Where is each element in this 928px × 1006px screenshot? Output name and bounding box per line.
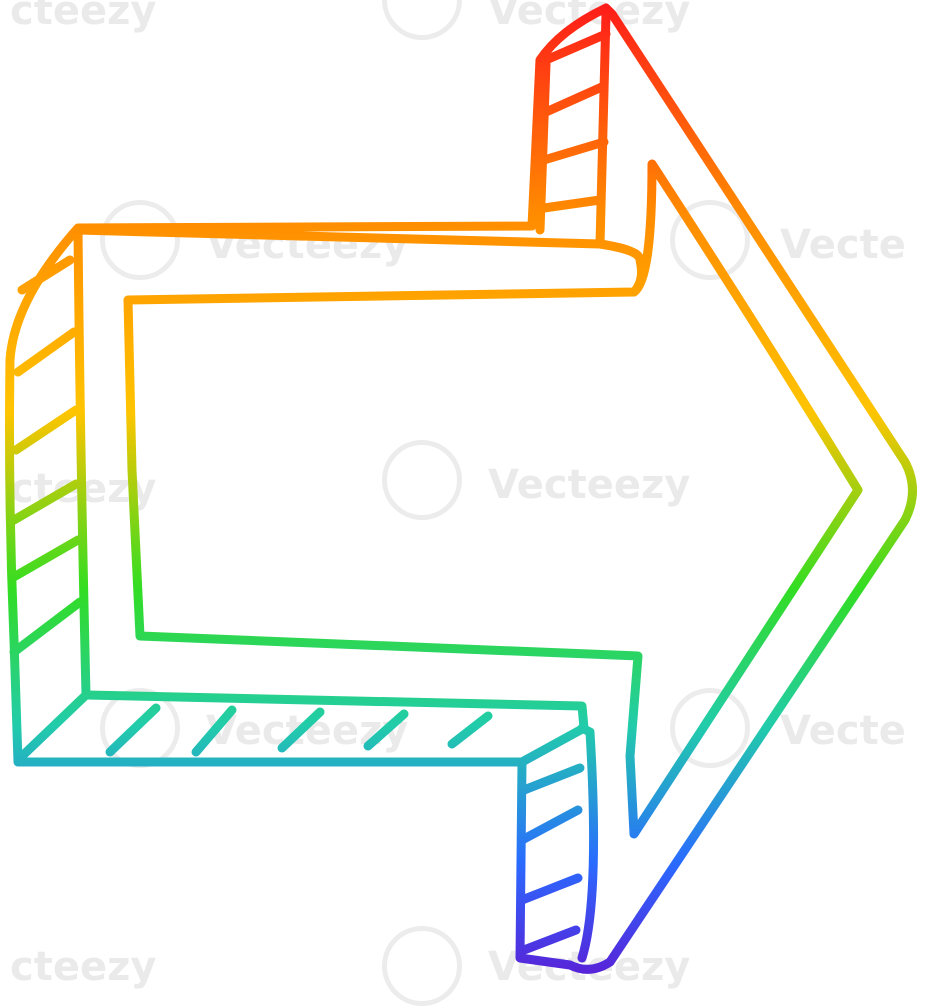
hatch-line <box>363 709 409 751</box>
hatch-line <box>447 711 493 749</box>
arrow-bottom-face-edge <box>81 690 589 767</box>
arrow-inner-outline <box>123 159 863 839</box>
arrow-rim-connector <box>595 239 646 297</box>
arrow-rim-connector <box>577 723 599 963</box>
hatch-line <box>7 535 83 583</box>
hatch-line <box>519 925 581 955</box>
hatch-line <box>519 763 585 795</box>
arrow-upper-step-edge <box>535 59 551 235</box>
hatch-line <box>11 405 81 455</box>
arrow-outer-outline <box>5 3 917 974</box>
hatch-line <box>517 805 583 845</box>
hatch-line <box>9 597 85 657</box>
hatch-line <box>105 703 161 757</box>
rainbow-arrow-illustration <box>5 3 917 974</box>
arrow-top-shaft-edge <box>73 9 611 249</box>
hatch-line <box>277 707 325 753</box>
hatch-line <box>539 195 605 213</box>
hatch-line <box>17 255 75 295</box>
hatch-line <box>191 705 237 757</box>
hatch-line <box>13 327 79 377</box>
hatch-line <box>9 479 81 525</box>
hatch-line <box>517 873 583 905</box>
hatch-line <box>539 137 609 165</box>
hatch-line <box>541 81 609 117</box>
arrow-left-face-edge <box>13 225 91 765</box>
hatch-line <box>541 29 611 65</box>
